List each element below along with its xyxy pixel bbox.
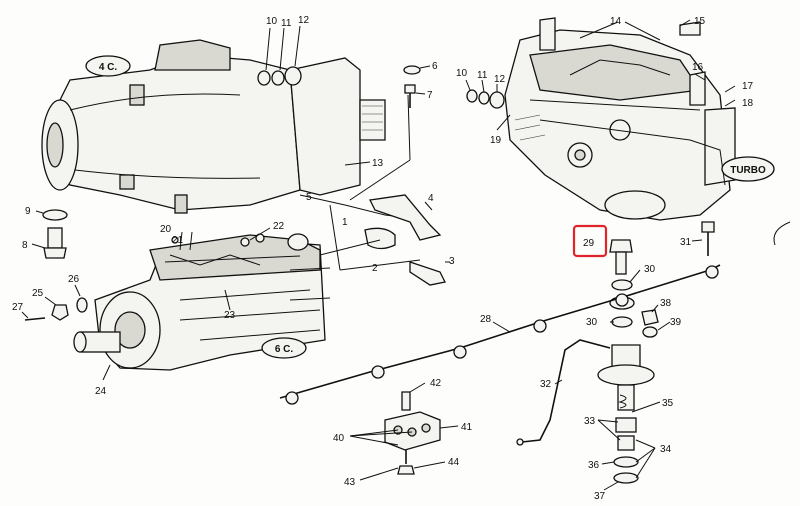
callout-turbo-10: 10 bbox=[456, 68, 468, 79]
callout-44: 44 bbox=[448, 457, 460, 468]
callout-34: 34 bbox=[660, 444, 672, 455]
pump-turbo-assembly bbox=[504, 17, 736, 221]
callout-38: 38 bbox=[660, 298, 672, 309]
callout-10: 10 bbox=[266, 16, 278, 27]
callout-7: 7 bbox=[427, 90, 433, 101]
small-parts-25-27 bbox=[21, 284, 88, 321]
callout-41: 41 bbox=[461, 422, 473, 433]
callout-12: 12 bbox=[298, 15, 310, 26]
callout-24: 24 bbox=[95, 386, 107, 397]
callout-29: 29 bbox=[583, 238, 595, 249]
bolt-washer-6-7 bbox=[403, 65, 431, 108]
delivery-valve-assembly bbox=[597, 344, 661, 491]
callout-2: 2 bbox=[372, 263, 378, 274]
callout-33: 33 bbox=[584, 416, 596, 427]
callout-43: 43 bbox=[344, 477, 356, 488]
callout-35: 35 bbox=[662, 398, 674, 409]
callout-4: 4 bbox=[428, 193, 434, 204]
pump-4cyl-assembly bbox=[41, 39, 386, 214]
callout-19: 19 bbox=[490, 135, 502, 146]
callout-21: 21 bbox=[172, 235, 184, 246]
callout-turbo-11: 11 bbox=[477, 70, 488, 81]
callout-37: 37 bbox=[594, 491, 606, 502]
tag-6c-bubble bbox=[261, 337, 307, 359]
callout-11: 11 bbox=[281, 18, 292, 29]
callout-23: 23 bbox=[224, 310, 236, 321]
callout-32: 32 bbox=[540, 379, 552, 390]
callout-5: 5 bbox=[306, 192, 312, 203]
callout-16: 16 bbox=[692, 62, 704, 73]
seal-rings-turbo bbox=[465, 19, 736, 131]
callout-13: 13 bbox=[372, 158, 384, 169]
callout-25: 25 bbox=[32, 288, 44, 299]
callout-8: 8 bbox=[22, 240, 28, 251]
callout-14: 14 bbox=[610, 16, 622, 27]
cropped-part-edge bbox=[773, 221, 791, 246]
callout-30-lower: 30 bbox=[586, 317, 598, 328]
callout-20: 20 bbox=[160, 224, 172, 235]
leak-off-pipe-28 bbox=[279, 264, 721, 405]
callout-15: 15 bbox=[694, 16, 706, 27]
callout-36: 36 bbox=[588, 460, 600, 471]
callout-9: 9 bbox=[25, 206, 31, 217]
callout-numbers: 10 11 12 6 7 13 9 8 5 4 1 2 3 20 21 22 2… bbox=[12, 15, 754, 502]
callout-31: 31 bbox=[680, 237, 692, 248]
pipe-32 bbox=[516, 339, 611, 446]
tag-4-cylinder: 4 C. bbox=[99, 62, 118, 73]
banjo-bolt-29 bbox=[609, 239, 633, 275]
callout-18: 18 bbox=[742, 98, 754, 109]
nuts-38-39 bbox=[641, 304, 671, 338]
callout-42: 42 bbox=[430, 378, 442, 389]
highlight-box-part-29 bbox=[572, 224, 608, 258]
callout-26: 26 bbox=[68, 274, 80, 285]
tag-turbo: TURBO bbox=[730, 165, 766, 176]
callout-39: 39 bbox=[670, 317, 682, 328]
fitting-31 bbox=[691, 221, 715, 256]
callout-turbo-12: 12 bbox=[494, 74, 506, 85]
tag-6-cylinder: 6 C. bbox=[275, 344, 294, 355]
bolt-washer-8-9 bbox=[31, 209, 68, 259]
seal-rings-top-left bbox=[257, 25, 302, 86]
callout-6: 6 bbox=[432, 61, 438, 72]
pipe-clamp-40-44 bbox=[349, 382, 459, 481]
callout-1: 1 bbox=[342, 217, 348, 228]
tag-4c-bubble bbox=[85, 55, 131, 77]
callout-22: 22 bbox=[273, 221, 285, 232]
callout-40: 40 bbox=[333, 433, 345, 444]
callout-30-upper: 30 bbox=[644, 264, 656, 275]
callout-27: 27 bbox=[12, 302, 24, 313]
callout-28: 28 bbox=[480, 314, 492, 325]
callout-3: 3 bbox=[449, 256, 455, 267]
callout-17: 17 bbox=[742, 81, 754, 92]
tag-turbo-bubble bbox=[721, 156, 775, 182]
pump-6cyl-assembly bbox=[73, 233, 331, 371]
